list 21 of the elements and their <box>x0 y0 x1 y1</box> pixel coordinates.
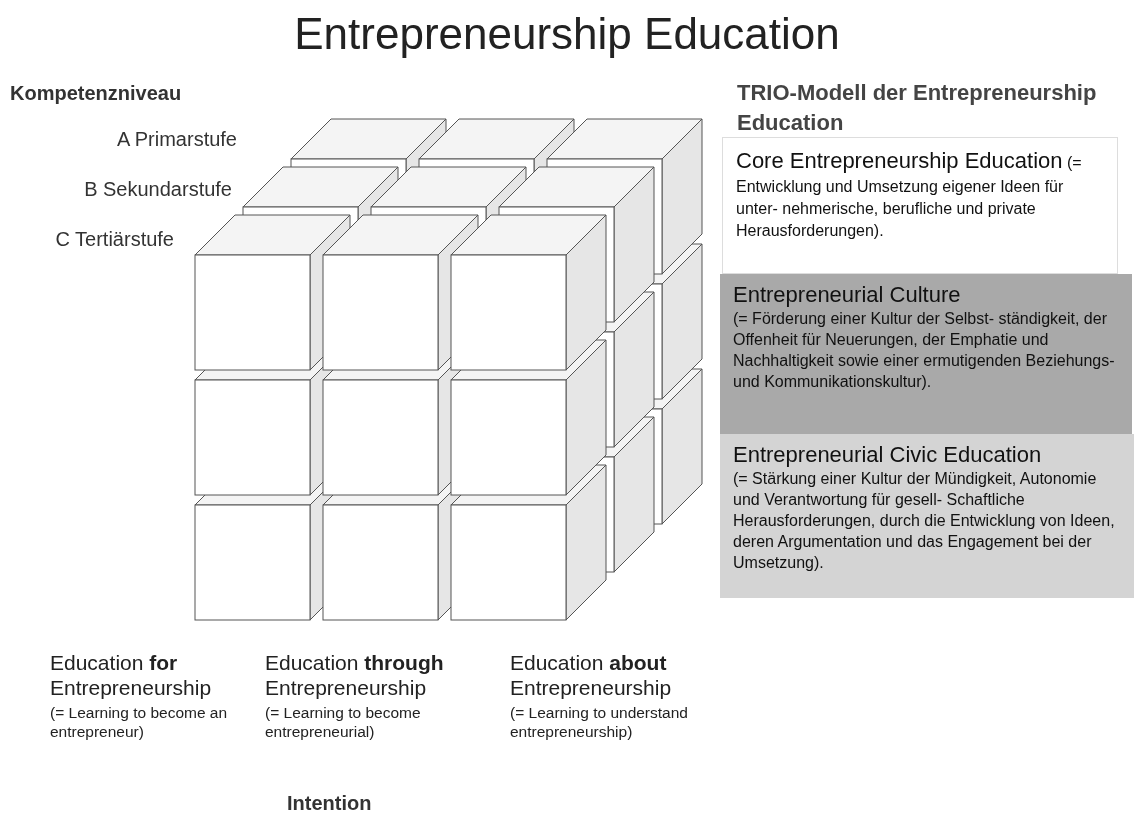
column-description: (= Learning to become entrepreneurial) <box>265 703 422 741</box>
box-description: (= Förderung einer Kultur der Selbst- ständigkeit, der Offenheit für Neuerungen, der Emphatie und Nachhaltigkeit sowie einer ermutigenden Beziehungs- und Kommunikationskultur). <box>733 309 1116 392</box>
description-box <box>720 434 1134 598</box>
description-box <box>720 274 1132 434</box>
column-heading: Education for Entrepreneurship <box>50 650 213 700</box>
box-heading: Entrepreneurial Civic Education <box>733 442 1043 468</box>
box-text: Core Entrepreneurship Education (= Entwicklung und Umsetzung eigener Ideen für unter- nehmerische, berufliche und private Herausforderungen). <box>736 147 1083 241</box>
axis-heading: Kompetenzniveau <box>10 81 182 106</box>
level-label: A Primarstufe <box>115 127 237 152</box>
box-description: (= Stärkung einer Kultur der Mündigkeit, Autonomie und Verantwortung für gesell- Schaftliche Herausforderungen, durch die Entwicklung von Ideen, deren Argumentation und das Engagement bei der Umsetzung). <box>733 469 1116 573</box>
title: Entrepreneurship Education <box>293 8 841 60</box>
column-heading: Education through Entrepreneurship <box>265 650 445 700</box>
description-box <box>722 137 1118 274</box>
column-description: (= Learning to understand entrepreneurship) <box>510 703 689 741</box>
axis-heading: Intention <box>287 791 372 816</box>
level-label: C Tertiärstufe <box>54 227 174 252</box>
column-description: (= Learning to become an entrepreneur) <box>50 703 229 741</box>
column-heading: Education about Entrepreneurship <box>510 650 673 700</box>
model-heading: TRIO-Modell der Entrepreneurship Education <box>737 79 1098 137</box>
level-label: B Sekundarstufe <box>83 177 232 202</box>
box-heading: Entrepreneurial Culture <box>733 282 962 308</box>
